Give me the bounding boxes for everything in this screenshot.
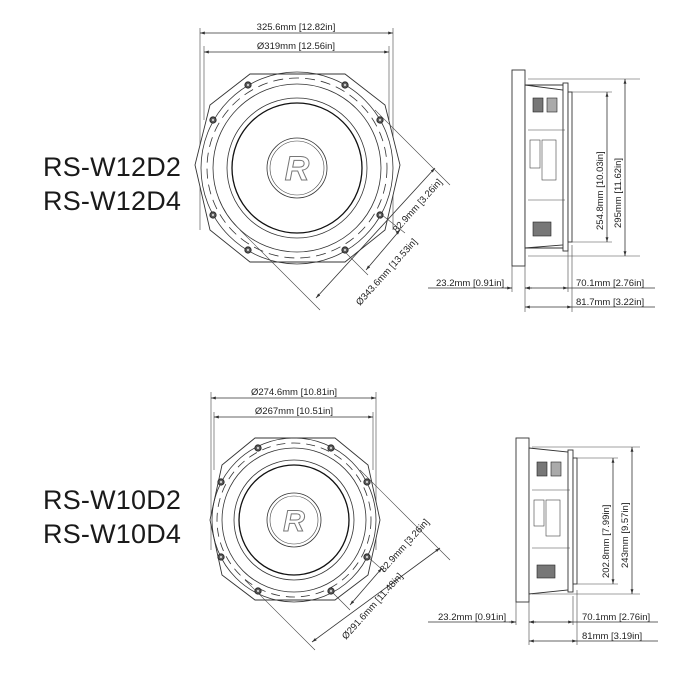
model-name: RS-W12D2 xyxy=(43,152,182,182)
brand-logo-icon: R xyxy=(285,150,310,188)
total-depth-label: 81.7mm [3.22in] xyxy=(576,297,644,308)
mount-depth-label: 70.1mm [2.76in] xyxy=(582,612,650,623)
model-name: RS-W10D4 xyxy=(43,519,182,549)
flange-depth-label: 23.2mm [0.91in] xyxy=(436,278,504,289)
overall-width-label: Ø274.6mm [10.81in] xyxy=(251,387,337,398)
front-view-10: Ø274.6mm [10.81in] Ø267mm [10.51in] R 82… xyxy=(209,387,451,651)
side-view-12: 254.8mm [10.03in] 295mm [11.62in] 23.2mm… xyxy=(428,69,655,312)
mount-offset-label: 82.9mm [3.26in] xyxy=(391,177,445,235)
mount-depth-label: 70.1mm [2.76in] xyxy=(576,278,644,289)
inner-height-label: 254.8mm [10.03in] xyxy=(595,151,606,230)
model-label-group-10: RS-W10D2 RS-W10D4 xyxy=(43,483,181,551)
cutout-diameter-label: Ø319mm [12.56in] xyxy=(257,41,335,52)
model-label-group-12: RS-W12D2 RS-W12D4 xyxy=(43,150,181,218)
inner-height-label: 202.8mm [7.99in] xyxy=(601,505,612,578)
total-depth-label: 81mm [3.19in] xyxy=(582,631,642,642)
outer-height-label: 295mm [11.62in] xyxy=(613,158,624,228)
overall-width-label: 325.6mm [12.82in] xyxy=(257,22,336,33)
model-name: RS-W10D2 xyxy=(43,485,182,515)
side-view-10: 202.8mm [7.99in] 243mm [9.57in] 23.2mm [… xyxy=(428,437,658,645)
flange-depth-label: 23.2mm [0.91in] xyxy=(438,612,506,623)
model-name: RS-W12D4 xyxy=(43,186,182,216)
outer-height-label: 243mm [9.57in] xyxy=(620,503,631,568)
cutout-diameter-label: Ø267mm [10.51in] xyxy=(255,406,333,417)
brand-logo-icon: R xyxy=(283,505,305,538)
front-view-12: 325.6mm [12.82in] Ø319mm [12.56in] R 82.… xyxy=(194,22,451,311)
mount-offset-label: 82.9mm [3.26in] xyxy=(378,517,432,575)
